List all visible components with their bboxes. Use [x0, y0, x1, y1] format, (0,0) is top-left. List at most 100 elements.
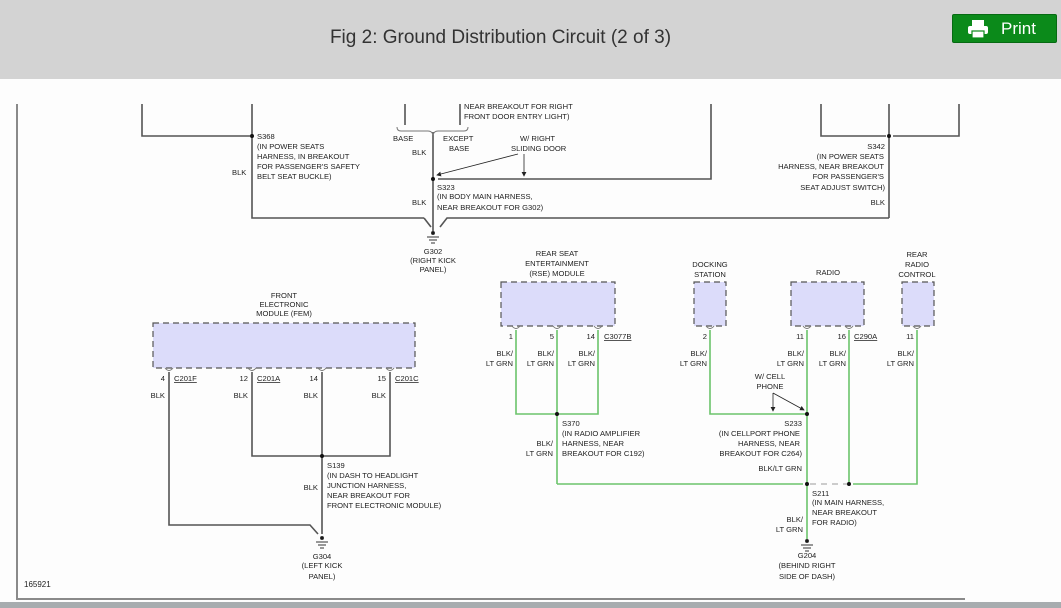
module-rear-radio-name: RADIO — [905, 260, 929, 269]
entry-light-note-2: FRONT DOOR ENTRY LIGHT) — [464, 112, 570, 121]
splice-dot-s370 — [555, 412, 559, 416]
wire-label-blk-s323-above: BLK — [412, 148, 426, 157]
splice-s139-desc: (IN DASH TO HEADLIGHT — [327, 471, 419, 480]
print-label: Print — [1001, 18, 1036, 38]
module-rse — [500, 281, 616, 327]
splice-dot-s211 — [805, 482, 809, 486]
module-rear-radio-name: CONTROL — [898, 270, 935, 279]
splice-s368-desc: (IN POWER SEATS — [257, 142, 324, 151]
wire-label: BLK/ — [538, 349, 555, 358]
splice-s139-desc: NEAR BREAKOUT FOR — [327, 491, 410, 500]
wire-sliding-door — [438, 104, 712, 180]
wire-fem-4 — [168, 372, 319, 535]
ground-g204-desc: (BEHIND RIGHT — [779, 561, 836, 570]
fem-connector[interactable]: C201F — [174, 374, 197, 383]
wire-docking — [709, 330, 806, 415]
rse-connector[interactable]: C3077B — [604, 332, 631, 341]
wire-label-s370: BLK/ — [537, 439, 554, 448]
wire-label: BLK/ — [579, 349, 596, 358]
wire-label: LT GRN — [527, 359, 554, 368]
print-button[interactable]: Print — [952, 14, 1057, 43]
ground-g304-id: G304 — [313, 552, 332, 561]
splice-s342-desc: FOR PASSENGER'S — [813, 172, 884, 181]
ground-icon-g302 — [427, 231, 439, 244]
ground-g302-id: G302 — [424, 247, 443, 256]
horizontal-scrollbar[interactable] — [0, 602, 1061, 608]
wire-label-s368: BLK — [232, 168, 246, 177]
arrow-cell-s233 — [772, 392, 805, 411]
ground-icon-g304 — [316, 536, 328, 549]
wire-label-s323: BLK — [412, 198, 426, 207]
black-wires — [141, 104, 960, 535]
splice-s370-desc: (IN RADIO AMPLIFIER — [562, 429, 641, 438]
module-docking-station — [693, 281, 727, 327]
wire-label: LT GRN — [486, 359, 513, 368]
header-bar: Fig 2: Ground Distribution Circuit (2 of… — [0, 0, 1061, 79]
module-fem — [152, 322, 416, 369]
module-rear-radio-name: REAR — [906, 250, 928, 259]
ground-g302-desc: (RIGHT KICK — [410, 256, 456, 265]
splice-s370-id: S370 — [562, 419, 580, 428]
module-rse-name: REAR SEAT — [536, 249, 579, 258]
fem-pin: 15 — [378, 374, 386, 383]
module-fem-name: FRONT — [271, 291, 298, 300]
wire-label: BLK/ — [830, 349, 847, 358]
module-rse-name: ENTERTAINMENT — [525, 259, 589, 268]
wire-label: BLK/ — [898, 349, 915, 358]
fem-connector[interactable]: C201A — [257, 374, 281, 383]
splice-s139-desc: FRONT ELECTRONIC MODULE) — [327, 501, 442, 510]
splice-s323-desc: NEAR BREAKOUT FOR G302) — [437, 203, 544, 212]
fem-pin: 14 — [310, 374, 318, 383]
docking-pin: 2 — [703, 332, 707, 341]
splice-s368-desc: FOR PASSENGER'S SAFETY — [257, 162, 360, 171]
splice-s342-desc: SEAT ADJUST SWITCH) — [800, 183, 885, 192]
wire-left-box — [141, 104, 250, 137]
splice-s211-desc: (IN MAIN HARNESS, — [812, 498, 884, 507]
wire-s342-left — [820, 104, 886, 137]
wire-g302-right — [439, 217, 889, 228]
option-brace — [396, 126, 469, 136]
splice-s233-desc: BREAKOUT FOR C264) — [719, 449, 802, 458]
ground-g204-desc: SIDE OF DASH) — [779, 572, 836, 581]
splice-dot-s323 — [431, 177, 435, 181]
splice-s211-id: S211 — [812, 489, 829, 498]
splice-s233-id: S233 — [784, 419, 802, 428]
splice-s323-id: S323 — [437, 183, 455, 192]
fem-connector[interactable]: C201C — [395, 374, 419, 383]
rse-pin: 14 — [587, 332, 595, 341]
label-sliding-door-1: W/ RIGHT — [520, 134, 555, 143]
module-radio-name: RADIO — [816, 268, 840, 277]
radio-pin: 11 — [796, 332, 804, 341]
radio-connector[interactable]: C290A — [854, 332, 878, 341]
ground-g204-id: G204 — [798, 551, 817, 560]
module-fem-name: ELECTRONIC — [260, 300, 309, 309]
splice-s368-desc: BELT SEAT BUCKLE) — [257, 172, 332, 181]
label-sliding-door-2: SLIDING DOOR — [511, 144, 567, 153]
wire-label: BLK/ — [691, 349, 708, 358]
wire-label: BLK — [151, 391, 165, 400]
rse-pin: 5 — [550, 332, 554, 341]
splice-s233-desc: (IN CELLPORT PHONE — [719, 429, 800, 438]
wire-label: BLK — [372, 391, 386, 400]
module-rse-name: (RSE) MODULE — [529, 269, 584, 278]
label-except-base-1: EXCEPT — [443, 134, 474, 143]
cell-phone-note: W/ CELL — [755, 372, 785, 381]
wire-label-s211: LT GRN — [776, 525, 803, 534]
splice-s323-desc: (IN BODY MAIN HARNESS, — [437, 192, 533, 201]
figure-id: 165921 — [24, 580, 51, 589]
splice-dot-s368 — [250, 134, 254, 138]
wire-s342-right — [893, 104, 960, 137]
ground-g304-desc: (LEFT KICK — [302, 561, 343, 570]
splice-dot-s342 — [887, 134, 891, 138]
module-docking-name: DOCKING — [692, 260, 728, 269]
rse-pin: 1 — [509, 332, 513, 341]
ground-icon-g204 — [801, 539, 813, 552]
wire-fem-12-15 — [251, 372, 391, 457]
wire-label: BLK/ — [788, 349, 805, 358]
splice-s342-desc: HARNESS, NEAR BREAKOUT — [778, 162, 884, 171]
splice-s233-desc: HARNESS, NEAR — [738, 439, 801, 448]
splice-s211-desc: FOR RADIO) — [812, 518, 857, 527]
pin-connectors — [164, 325, 922, 371]
label-except-base-2: BASE — [449, 144, 469, 153]
